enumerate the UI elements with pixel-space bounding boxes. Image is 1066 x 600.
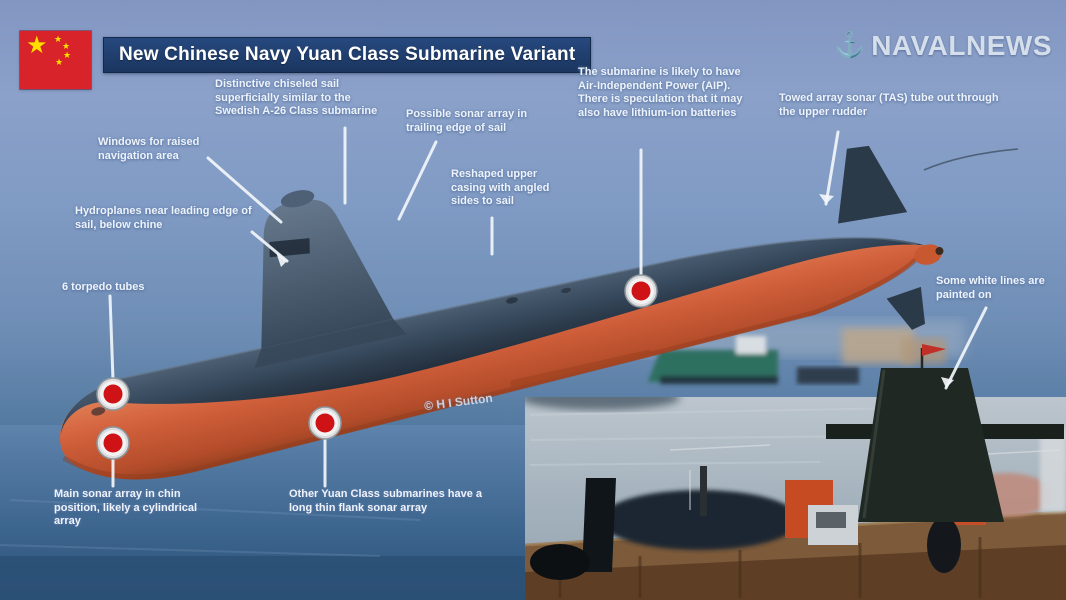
lower-rudder [886,286,926,330]
annotation-windows: Windows for raised navigation area [98,136,200,162]
inset-flag [922,344,946,356]
marker-bow-lower [96,426,130,460]
red-markers [96,274,658,460]
page-title: New Chinese Navy Yuan Class Submarine Va… [119,44,576,65]
annotation-towed-array: Towed array sonar (TAS) tube out through… [779,92,999,118]
sail-fairing [254,318,407,369]
hull-lower-orange [59,237,924,480]
flag-star-icon: ★ [26,32,48,59]
stern-cone [914,244,942,265]
inset-photo [525,397,1066,600]
title-banner: New Chinese Navy Yuan Class Submarine Va… [103,37,592,73]
water-streaks [0,499,421,557]
sail-dome [280,190,315,208]
towed-array-cable [923,148,1019,171]
annotation-arrowheads [276,194,954,388]
annotation-white-lines: Some white lines are painted on [936,275,1045,301]
annotation-torpedo-tubes: 6 torpedo tubes [62,281,145,293]
annotation-sail-design: Distinctive chiseled sail superficially … [215,78,378,117]
navalnews-logo: ⚓ NAVALNEWS [834,30,1052,62]
annotation-hydroplanes: Hydroplanes near leading edge of sail, b… [75,205,252,231]
annotation-aip: The submarine is likely to have Air-Inde… [578,66,743,119]
water-dark-band [0,556,545,600]
upper-rudder [838,145,908,224]
flag-star-icon: ★ [55,57,64,67]
hull-upper-dark [60,237,924,437]
inset-sail-body [858,368,1004,522]
marker-bow-upper [96,377,130,411]
small-boat [797,367,859,384]
sail [261,199,394,349]
deck-hatch-2 [561,287,571,294]
marker-flank [308,406,342,440]
cargo-ship [648,336,778,384]
flank-slot [510,349,652,388]
brand-name: NAVALNEWS [871,30,1052,61]
flag-star-icon: ★ [62,41,71,51]
china-flag: ★ ★ ★ ★ ★ [20,31,91,89]
annotation-flank-sonar: Other Yuan Class submarines have a long … [289,488,482,514]
hull-bottom-shadow [62,248,926,480]
marker-midships [624,274,658,308]
annotation-lines [108,126,988,488]
annotation-chin-sonar: Main sonar array in chin position, likel… [54,488,198,527]
deck-hatch [506,297,518,304]
anchor-icon: ⚓ [834,30,866,59]
bow-sensor [91,407,106,416]
sail-windows [269,238,310,258]
inset-submarine-sail [826,344,1064,522]
flag-star-icon: ★ [63,50,72,60]
annotation-sail-sonar: Possible sonar array in trailing edge of… [406,108,528,134]
annotation-casing: Reshaped upper casing with angled sides … [451,168,550,207]
deck-highlight [119,236,918,380]
propeller-hub [935,246,944,255]
flag-star-icon: ★ [54,34,63,44]
submarine-illustration [59,145,944,480]
